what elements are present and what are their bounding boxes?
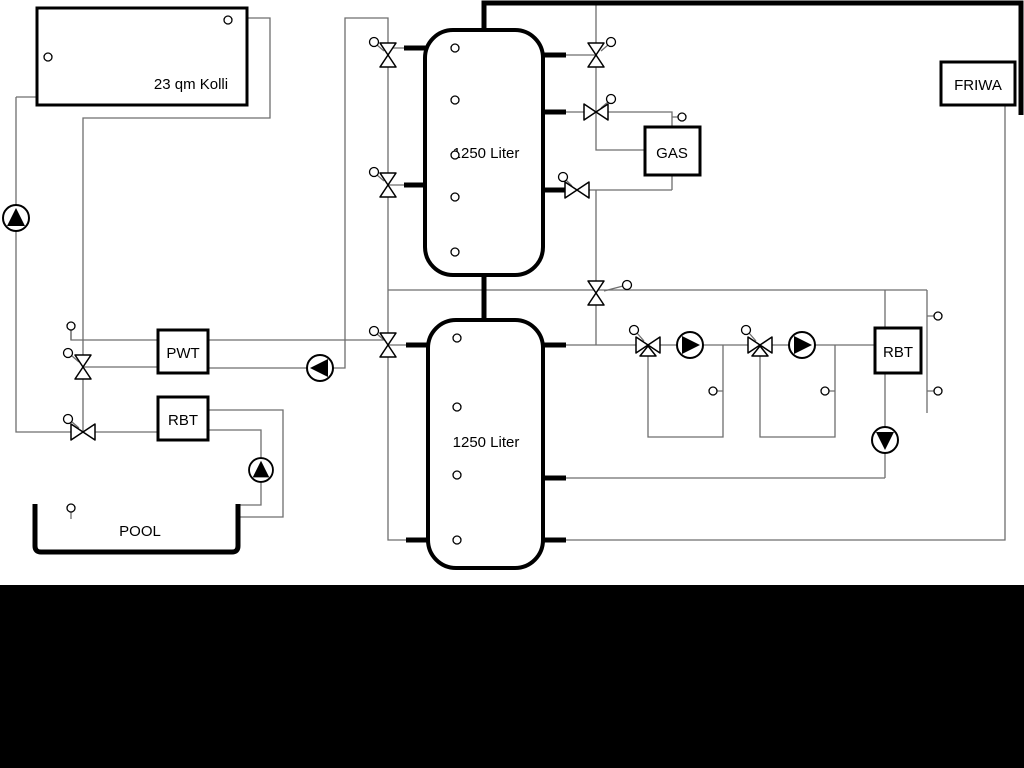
rbt-left-heat-exchanger: RBT: [156, 395, 210, 442]
tank-bottom-label: 1250 Liter: [453, 434, 520, 451]
valve-actuator-icon: [605, 36, 617, 48]
rbt-left-label: RBT: [168, 412, 198, 429]
pipes-thick: [404, 0, 1024, 543]
rbt-right-body: [873, 326, 923, 375]
tank-top-label: 1250 Liter: [453, 145, 520, 162]
friwa-station: FRIWA: [939, 60, 1017, 107]
sensors: [43, 15, 943, 545]
valve-branch: [751, 345, 769, 357]
valve-branch: [639, 345, 657, 357]
sensor-icon: [450, 150, 460, 160]
pwt-pump-icon: [306, 354, 334, 382]
collector-body: [35, 6, 249, 107]
buffer-tank-top: 1250 Liter: [423, 28, 545, 277]
sensor-icon: [452, 470, 462, 480]
scheme-canvas: 1250 Liter 1250 Liter 23 qm Kolli PWT RB…: [2, 0, 1024, 570]
valve-actuator-icon: [740, 324, 752, 336]
collector-pump-icon: [2, 204, 30, 232]
valve-actuator-icon: [621, 279, 633, 291]
heating-circuit-pump-1-icon: [676, 331, 704, 359]
sensor-icon: [223, 15, 233, 25]
pool-label: POOL: [119, 523, 161, 540]
rbt-right-label: RBT: [883, 344, 913, 361]
sensor-icon: [677, 112, 687, 122]
heating-circuit-pump-2-icon: [788, 331, 816, 359]
rbt-left-body: [156, 395, 210, 442]
sensor-icon: [452, 333, 462, 343]
rbt-right-heat-exchanger: RBT: [873, 326, 923, 375]
bottom-black-band: [0, 585, 1024, 768]
gas-body: [643, 125, 702, 177]
friwa-label: FRIWA: [954, 77, 1002, 94]
pool-walls: [32, 504, 241, 555]
sensor-icon: [820, 386, 830, 396]
three-way-valve-icon: [564, 181, 590, 199]
valve-actuator-icon: [368, 36, 380, 48]
tank-body: [423, 28, 545, 277]
valves: [62, 36, 773, 441]
three-way-valve-icon: [379, 42, 397, 68]
pwt-body: [156, 328, 210, 375]
sensor-icon: [450, 95, 460, 105]
friwa-body: [939, 60, 1017, 107]
sensor-icon: [66, 503, 76, 513]
rbt-pump-icon: [871, 426, 899, 454]
pool-pump-icon: [248, 457, 274, 483]
pwt-label: PWT: [166, 345, 199, 362]
valve-actuator-icon: [557, 171, 569, 183]
sensor-icon: [933, 311, 943, 321]
pool-basin: POOL: [32, 504, 241, 555]
collector-label: 23 qm Kolli: [154, 76, 228, 93]
tank-body: [426, 318, 545, 570]
gas-label: GAS: [656, 145, 688, 162]
solar-collector: 23 qm Kolli: [35, 6, 249, 107]
valve-actuator-icon: [605, 93, 617, 105]
valve-actuator-icon: [368, 325, 380, 337]
gas-boiler: GAS: [643, 125, 702, 177]
sensor-icon: [450, 247, 460, 257]
sensor-icon: [452, 402, 462, 412]
sensor-icon: [450, 192, 460, 202]
sensor-icon: [450, 43, 460, 53]
buffer-tank-bottom: 1250 Liter: [426, 318, 545, 570]
valve-actuator-icon: [628, 324, 640, 336]
sensor-icon: [43, 52, 53, 62]
valve-actuator-icon: [368, 166, 380, 178]
pwt-heat-exchanger: PWT: [156, 328, 210, 375]
sensor-icon: [66, 321, 76, 331]
valve-actuator-icon: [62, 413, 74, 425]
valve-actuator-icon: [62, 347, 74, 359]
sensor-icon: [708, 386, 718, 396]
three-way-valve-icon: [587, 280, 605, 306]
sensor-icon: [452, 535, 462, 545]
sensor-icon: [933, 386, 943, 396]
